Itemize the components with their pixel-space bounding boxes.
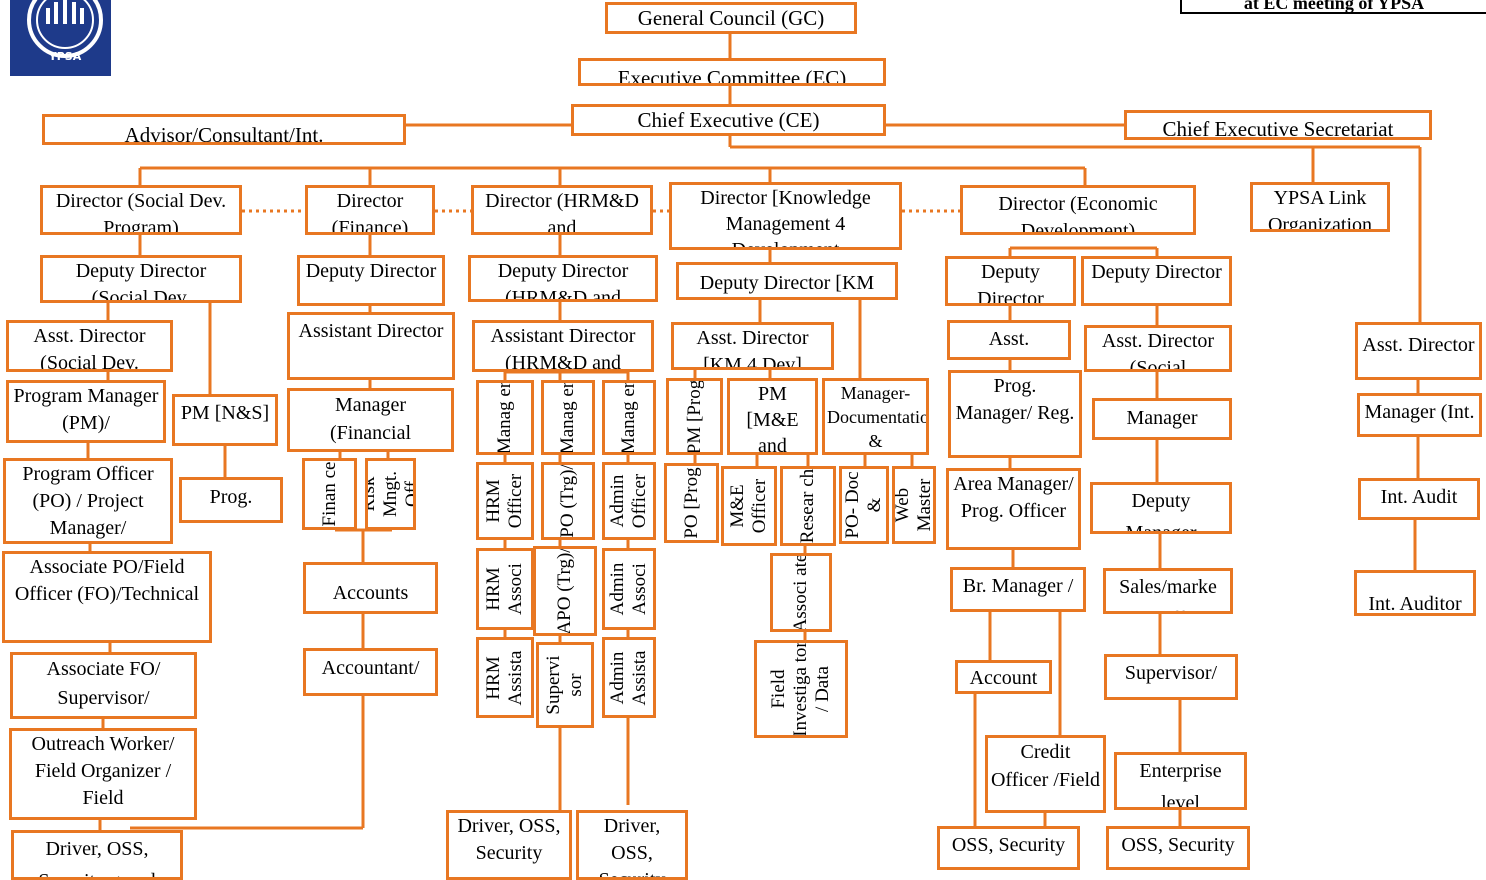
node-sales-officer: Sales/marke ting Officer bbox=[1103, 568, 1233, 614]
node-deputy-manager: Deputy Manager bbox=[1090, 482, 1232, 534]
node-director-km: Director [Knowledge Management 4 Develop… bbox=[669, 182, 902, 250]
node-admin-assistant: Admin Assista bbox=[602, 637, 656, 718]
node-general-council: General Council (GC) bbox=[605, 2, 857, 34]
node-manager-social: Manager (Social bbox=[1092, 398, 1232, 440]
ypsa-logo: YPSA bbox=[10, 0, 111, 76]
node-account: Account bbox=[955, 660, 1052, 694]
node-int-audit-officer: Int. Audit Officer bbox=[1358, 478, 1480, 520]
node-chief-executive: Chief Executive (CE) bbox=[571, 104, 886, 136]
svg-text:YPSA: YPSA bbox=[48, 50, 82, 63]
header-note: at EC meeting of YPSA bbox=[1180, 0, 1486, 14]
node-dd-social: Deputy Director (Social Dev. bbox=[40, 255, 242, 303]
node-accountant: Accountant/ Store Keeper bbox=[303, 648, 438, 696]
node-ad-hrm: Assistant Director (HRM&D and bbox=[472, 320, 654, 372]
node-int-auditor: Int. Auditor bbox=[1354, 570, 1476, 616]
node-supervisor-hrm: Supervi sor bbox=[536, 642, 594, 728]
node-po-trg: PO (Trg)/ bbox=[541, 462, 595, 540]
node-manager-hrm-3: Manag er bbox=[602, 380, 656, 455]
node-associate-po: Associate PO/Field Officer (FO)/Technica… bbox=[2, 551, 212, 643]
node-manager-hrm-2: Manag er bbox=[541, 380, 595, 455]
node-apo-trg: APO (Trg)/ bbox=[533, 546, 597, 636]
node-branch-manager: Br. Manager / Accounts bbox=[950, 567, 1086, 612]
node-hrm-assistant: HRM Assista bbox=[476, 637, 534, 718]
node-oss-econ-2: OSS, Security guard bbox=[1106, 826, 1250, 870]
node-po-social: Program Officer (PO) / Project Manager/ bbox=[3, 458, 173, 544]
node-executive-committee: Executive Committee (EC) bbox=[578, 58, 886, 86]
node-field-investigator: Field Investiga tor / Data bbox=[754, 640, 848, 738]
node-admin-associate: Admin Associ bbox=[602, 548, 656, 630]
node-me-officer: M&E Officer bbox=[721, 466, 777, 546]
node-pm-prog: PM [Prog bbox=[666, 378, 723, 455]
node-director-social: Director (Social Dev. Program) bbox=[40, 185, 242, 235]
node-accounts: Accounts bbox=[303, 562, 438, 614]
node-finance-officer: Finan ce bbox=[302, 458, 357, 530]
node-ad-econ-1: Asst. Director/ bbox=[947, 320, 1071, 360]
node-enterprise: Enterprise level bbox=[1114, 752, 1247, 810]
node-director-economic: Director (Economic Development) bbox=[960, 185, 1196, 235]
node-ad-econ-2: Asst. Director (Social bbox=[1084, 325, 1232, 372]
node-advisor: Advisor/Consultant/Int. bbox=[42, 114, 406, 145]
node-manager-hrm-1: Manag er bbox=[476, 380, 534, 455]
node-associate-km: Associ ate bbox=[770, 553, 832, 632]
node-dd-econ-1: Deputy Director bbox=[945, 256, 1076, 306]
node-dd-econ-2: Deputy Director bbox=[1081, 256, 1232, 306]
node-ad-audit: Asst. Director bbox=[1355, 322, 1482, 380]
node-web-master: Web Master bbox=[892, 466, 936, 544]
node-dd-hrm: Deputy Director (HRM&D and bbox=[468, 255, 658, 302]
node-manager-financial: Manager (Financial bbox=[287, 388, 454, 452]
node-driver-hrm-2: Driver, OSS, Security bbox=[576, 810, 688, 880]
node-pm-me: PM [M&E and bbox=[727, 378, 818, 455]
node-credit-officer: Credit Officer /Field bbox=[985, 735, 1106, 813]
node-prog-manager-reg: Prog. Manager/ Reg. bbox=[948, 370, 1082, 458]
node-director-finance: Director (Finance) bbox=[305, 185, 435, 235]
node-dd-km: Deputy Director [KM bbox=[676, 262, 898, 300]
node-manager-documentation: Manager- Documentation & bbox=[822, 378, 929, 455]
node-ad-finance: Assistant Director bbox=[287, 312, 455, 380]
node-driver-social: Driver, OSS, Security guard bbox=[11, 830, 183, 880]
node-director-hrm: Director (HRM&D and bbox=[471, 185, 653, 235]
node-associate-fo: Associate FO/ Supervisor/ bbox=[10, 652, 197, 719]
node-po-doc: PO- Doc & bbox=[839, 466, 889, 544]
node-oss-econ-1: OSS, Security guard & Cook bbox=[937, 826, 1080, 870]
node-pm-social: Program Manager (PM)/ bbox=[6, 380, 166, 443]
node-manager-audit: Manager (Int. Audit) bbox=[1357, 393, 1482, 437]
node-research: Resear ch bbox=[780, 466, 836, 546]
node-prog-officer: Prog. Officer bbox=[179, 477, 283, 523]
node-hrm-officer: HRM Officer bbox=[476, 462, 534, 540]
node-pm-ns: PM [N&S] bbox=[172, 394, 278, 446]
node-admin-officer: Admin Officer bbox=[602, 462, 656, 540]
node-ad-km: Asst. Director [KM 4 Dev] bbox=[671, 322, 834, 370]
node-area-manager: Area Manager/ Prog. Officer bbox=[946, 468, 1081, 550]
node-ad-social: Asst. Director (Social Dev. bbox=[6, 320, 173, 372]
node-risk-management: Risk Mngt. Off bbox=[365, 458, 416, 530]
node-ce-secretariat: Chief Executive Secretariat bbox=[1124, 110, 1432, 140]
node-dd-finance: Deputy Director bbox=[297, 255, 445, 306]
node-ypsa-link: YPSA Link Organization bbox=[1250, 182, 1390, 232]
node-supervisor-sales: Supervisor/ sales man bbox=[1104, 654, 1238, 700]
node-driver-hrm-1: Driver, OSS, Security bbox=[446, 810, 572, 880]
node-po-prog: PO [Prog bbox=[664, 463, 719, 543]
node-hrm-associate: HRM Associ bbox=[476, 548, 534, 630]
node-outreach-worker: Outreach Worker/ Field Organizer / Field bbox=[9, 728, 197, 820]
